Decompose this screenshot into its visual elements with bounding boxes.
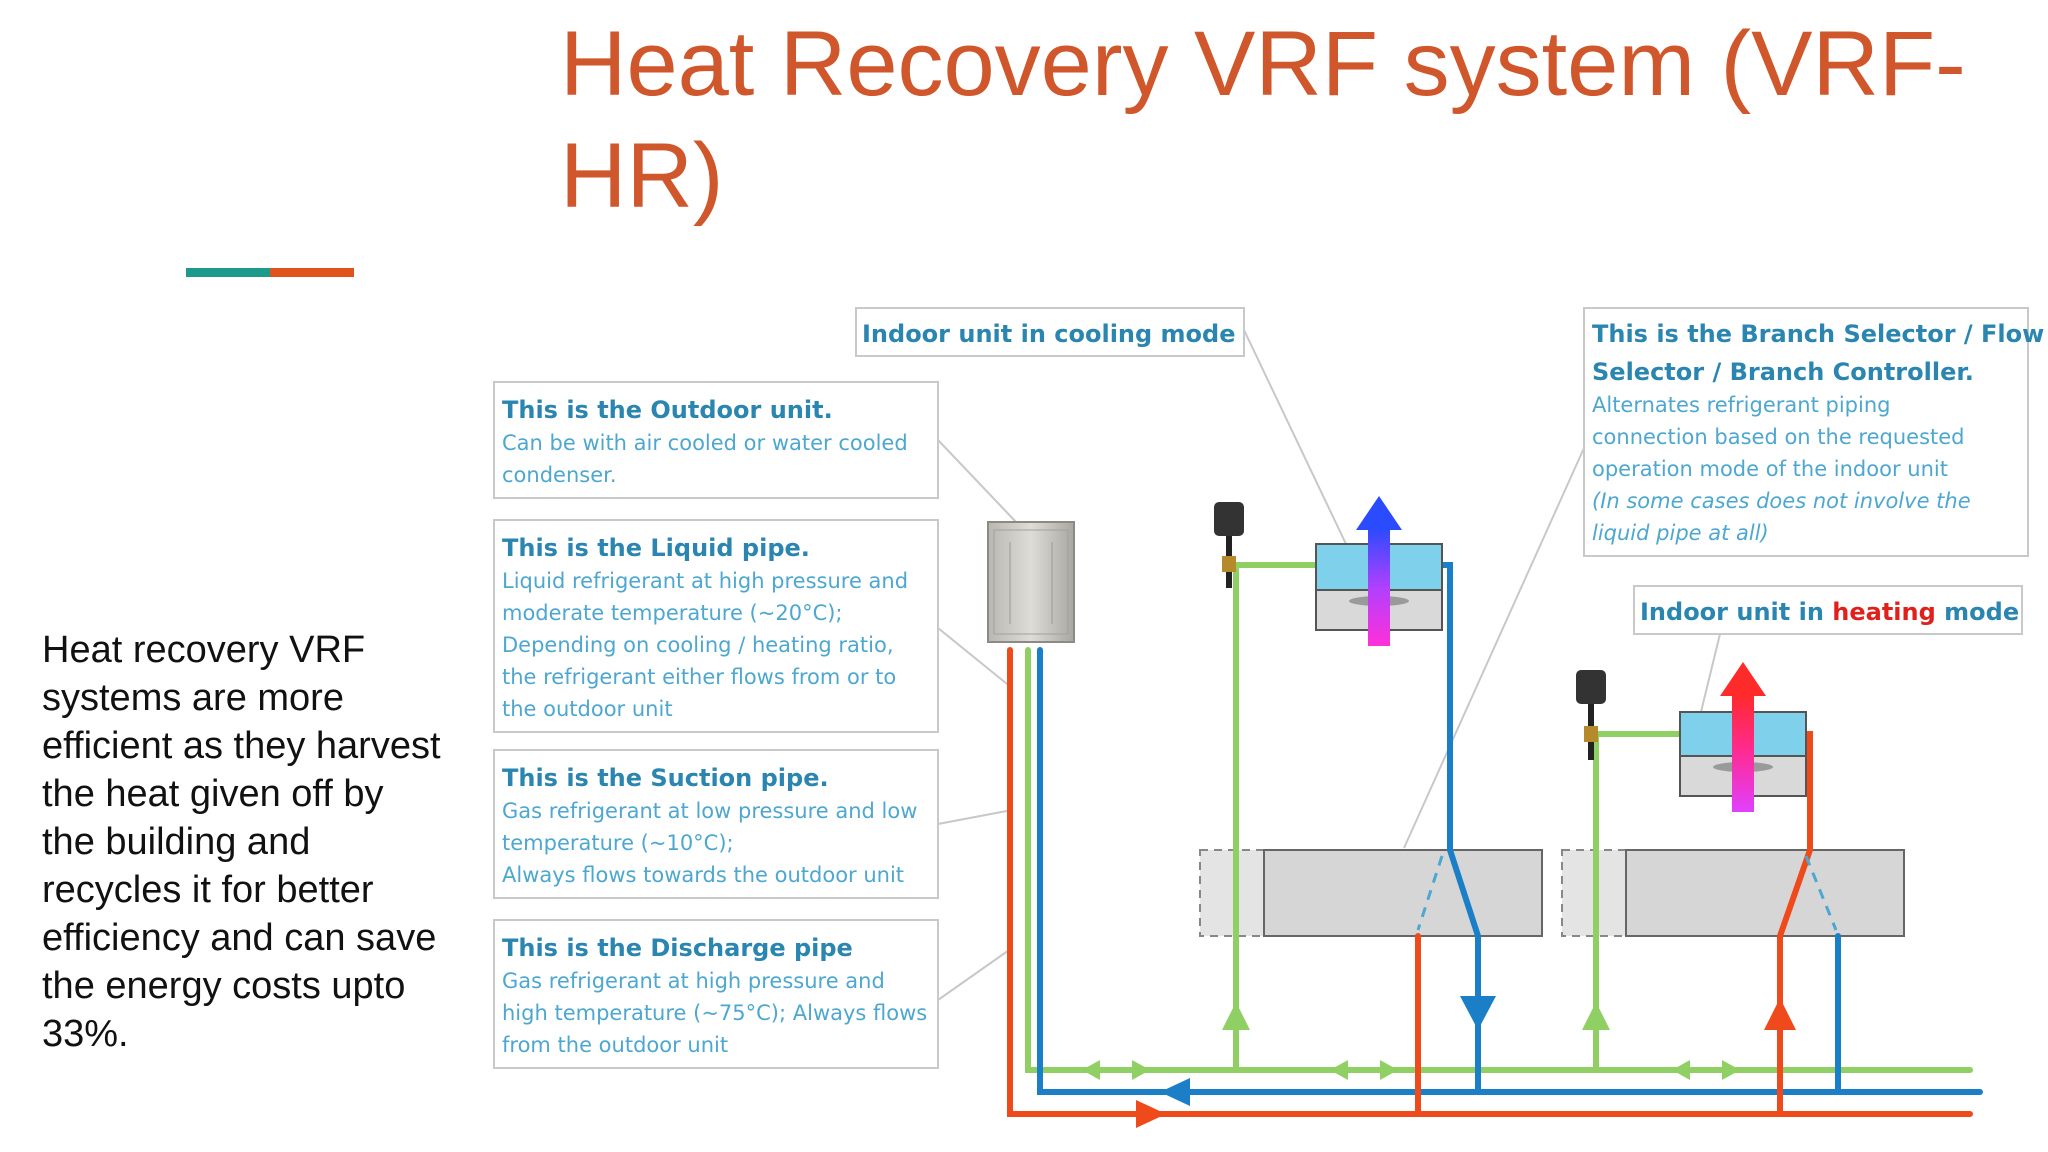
valve-cooling-graphic	[1214, 502, 1244, 588]
slide-body-text: Heat recovery VRF systems are more effic…	[42, 629, 441, 1055]
callout-liquid-pipe-line: Depending on cooling / heating ratio,	[502, 633, 894, 657]
suction-pipe-lines	[1037, 562, 1983, 1095]
indoor-unit-cooling-graphic	[1315, 496, 1443, 646]
callout-outdoor-unit-line: condenser.	[502, 463, 617, 487]
leader-discharge-pipe	[937, 947, 1013, 1001]
callout-branch-selector-line: Alternates refrigerant piping	[1592, 393, 1890, 417]
inactive-branch-links	[1416, 855, 1838, 931]
callout-liquid-pipe-line: moderate temperature (~20°C);	[502, 601, 843, 625]
callout-branch-selector-note: (In some cases does not involve the	[1592, 489, 1971, 513]
indoor-unit-heating-graphic	[1679, 662, 1807, 812]
slide-title: Heat Recovery VRF system (VRF-HR)	[560, 13, 1966, 227]
heating-airflow-arrow	[1732, 694, 1754, 812]
liquid-pipe-lines	[1025, 562, 1973, 1073]
callout-liquid-pipe-line: the refrigerant either flows from or to	[502, 665, 896, 689]
leader-branch-selector	[1403, 447, 1585, 849]
leader-indoor-cooling	[1243, 329, 1347, 545]
callout-branch-selector-title: This is the Branch Selector / Flow	[1592, 320, 2044, 348]
accent-bar-teal	[186, 268, 270, 277]
callout-branch-selector-note: liquid pipe at all)	[1592, 521, 1769, 545]
callout-indoor-heating-label: Indoor unit in heating mode	[1640, 598, 2019, 626]
callout-branch-selector-line: operation mode of the indoor unit	[1592, 457, 1948, 481]
callout-indoor-cooling-label: Indoor unit in cooling mode	[862, 320, 1236, 348]
outdoor-unit-graphic	[987, 521, 1075, 643]
callout-outdoor-unit-title: This is the Outdoor unit.	[502, 396, 833, 424]
heating-mode-word: heating	[1832, 598, 1936, 626]
callout-liquid-pipe-title: This is the Liquid pipe.	[502, 534, 810, 562]
callout-indoor-cooling: Indoor unit in cooling mode	[855, 307, 1245, 357]
callout-discharge-pipe-title: This is the Discharge pipe	[502, 934, 853, 962]
callout-outdoor-unit-line: Can be with air cooled or water cooled	[502, 431, 908, 455]
leader-outdoor-unit	[937, 439, 1017, 523]
callout-discharge-pipe: This is the Discharge pipe Gas refrigera…	[493, 919, 939, 1069]
callout-liquid-pipe-line: Liquid refrigerant at high pressure and	[502, 569, 908, 593]
cooling-airflow-arrow	[1368, 528, 1390, 646]
callout-suction-pipe-line: Gas refrigerant at low pressure and low	[502, 799, 917, 823]
branch-box-left	[1263, 849, 1543, 937]
callout-suction-pipe: This is the Suction pipe. Gas refrigeran…	[493, 749, 939, 899]
valve-heating-graphic	[1576, 670, 1606, 760]
leader-lines	[937, 329, 1721, 1001]
leader-liquid-pipe	[937, 627, 1013, 689]
accent-bar-orange	[270, 268, 354, 277]
flow-arrows	[1082, 996, 1796, 1128]
branch-box-right	[1625, 849, 1905, 937]
callout-branch-selector-line: connection based on the requested	[1592, 425, 1965, 449]
leader-suction-pipe	[937, 809, 1013, 825]
callout-branch-selector: This is the Branch Selector / Flow Selec…	[1583, 307, 2044, 557]
callout-indoor-heating: Indoor unit in heating mode	[1633, 585, 2023, 635]
callout-liquid-pipe-line: the outdoor unit	[502, 697, 673, 721]
callout-discharge-pipe-line: Gas refrigerant at high pressure and	[502, 969, 885, 993]
leader-indoor-heating	[1699, 633, 1721, 717]
callout-suction-pipe-line: temperature (~10°C);	[502, 831, 734, 855]
callout-liquid-pipe: This is the Liquid pipe. Liquid refriger…	[493, 519, 939, 733]
branch-box-dashed-left	[1199, 849, 1265, 937]
callout-branch-selector-title: Selector / Branch Controller.	[1592, 358, 1974, 386]
callout-suction-pipe-title: This is the Suction pipe.	[502, 764, 829, 792]
callout-discharge-pipe-line: high temperature (~75°C); Always flows	[502, 1001, 927, 1025]
callout-suction-pipe-line: Always flows towards the outdoor unit	[502, 863, 904, 887]
callout-outdoor-unit: This is the Outdoor unit. Can be with ai…	[493, 381, 939, 499]
branch-selector-boxes	[1199, 849, 1905, 937]
callout-discharge-pipe-line: from the outdoor unit	[502, 1033, 728, 1057]
